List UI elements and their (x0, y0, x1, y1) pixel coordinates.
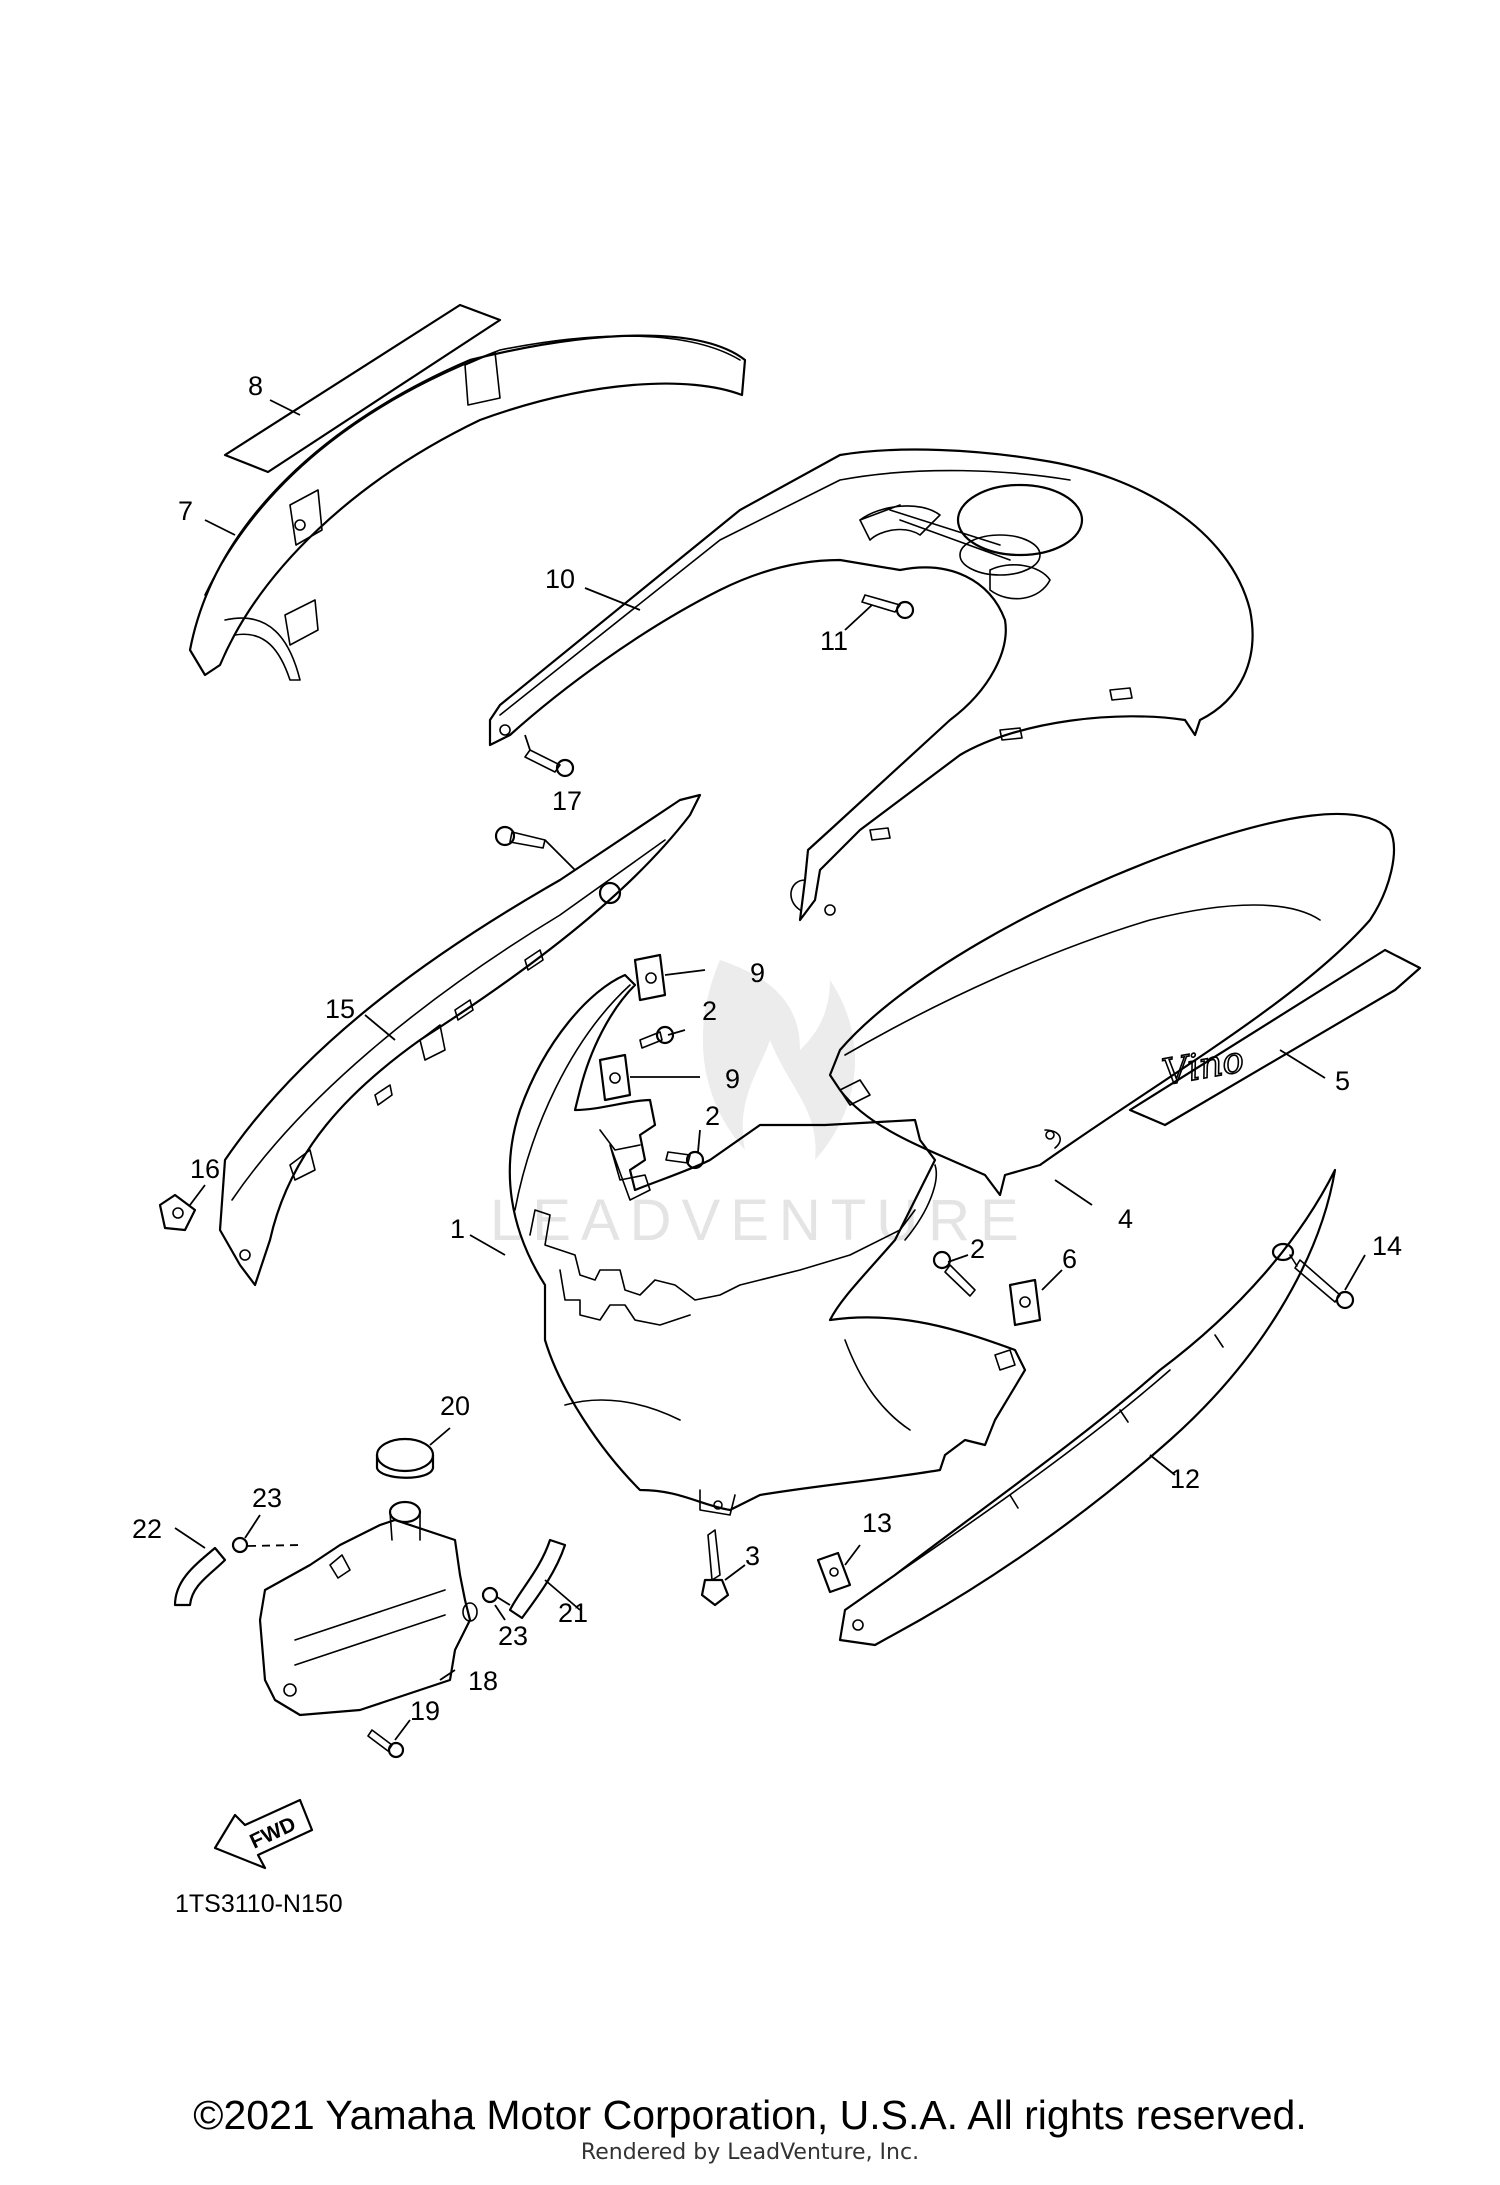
part-12-lower-panel (838, 1168, 1337, 1647)
callout-4: 4 (1118, 1204, 1133, 1234)
callout-3: 3 (745, 1541, 760, 1571)
part-3-bolt (700, 1529, 730, 1607)
part-22-hose (173, 1546, 227, 1607)
copyright-notice: ©2021 Yamaha Motor Corporation, U.S.A. A… (193, 2092, 1307, 2138)
part-8-trim (223, 303, 502, 474)
part-9-clip-lower (598, 1053, 632, 1102)
part-17-bolt (494, 825, 546, 849)
leader-lines (174, 399, 1366, 1741)
part-16-clip (158, 1193, 197, 1232)
callout-20: 20 (440, 1391, 470, 1421)
part-23-clamp-right (481, 1586, 499, 1604)
callout-12: 12 (1170, 1464, 1200, 1494)
part-19-screw (367, 1729, 405, 1759)
part-11-screw (861, 594, 915, 620)
callout-17: 17 (552, 786, 582, 816)
callout-9-lower: 9 (725, 1064, 740, 1094)
part-13-clip (816, 1551, 852, 1594)
callout-23-left: 23 (252, 1483, 282, 1513)
callout-23-right: 23 (498, 1621, 528, 1651)
part-screw-upper (524, 734, 575, 778)
part-4-side-cover (828, 812, 1395, 1197)
callout-13: 13 (862, 1508, 892, 1538)
callout-7: 7 (178, 496, 193, 526)
part-7-front-shield (188, 334, 747, 681)
callout-10: 10 (545, 564, 575, 594)
callout-2-upper: 2 (702, 996, 717, 1026)
callout-8: 8 (248, 371, 263, 401)
part-15-side-rail (218, 793, 702, 1287)
callout-14: 14 (1372, 1231, 1402, 1261)
diagram-code: 1TS3110-N150 (175, 1890, 343, 1918)
part-18-tank (258, 1500, 478, 1717)
part-20-cap (375, 1437, 435, 1479)
part-2-screw-a (639, 1025, 675, 1049)
callout-1: 1 (450, 1214, 465, 1244)
callout-2-right: 2 (970, 1234, 985, 1264)
callout-6: 6 (1062, 1244, 1077, 1274)
part-2-screw-c (932, 1250, 976, 1297)
watermark: LEADVENTURE (490, 960, 1029, 1253)
part-10-inner-panel (488, 448, 1254, 922)
part-2-screw-b (665, 1150, 705, 1170)
callout-15: 15 (325, 994, 355, 1024)
watermark-text: LEADVENTURE (490, 1188, 1029, 1253)
callout-21: 21 (558, 1598, 588, 1628)
part-21-hose (508, 1538, 567, 1620)
part-5-emblem: Vino (1128, 948, 1422, 1127)
callout-11: 11 (820, 626, 848, 656)
part-9-clip-upper (633, 953, 667, 1002)
fwd-arrow-icon: FWD (213, 1798, 314, 1870)
rendered-by-notice: Rendered by LeadVenture, Inc. (580, 2140, 920, 2165)
callout-9-upper: 9 (750, 958, 765, 988)
callout-18: 18 (468, 1666, 498, 1696)
callout-2-middle: 2 (705, 1101, 720, 1131)
part-6-clip (1008, 1278, 1042, 1327)
part-1-body (508, 973, 1027, 1516)
callout-22: 22 (132, 1514, 162, 1544)
part-23-clamp-left (231, 1536, 249, 1554)
part-14-screw (1294, 1259, 1355, 1310)
callout-19: 19 (410, 1696, 440, 1726)
callout-5: 5 (1335, 1066, 1350, 1096)
callout-labels: 8 7 10 11 17 15 16 9 2 9 2 1 4 5 2 6 14 … (132, 371, 1402, 1726)
callout-16: 16 (190, 1154, 220, 1184)
